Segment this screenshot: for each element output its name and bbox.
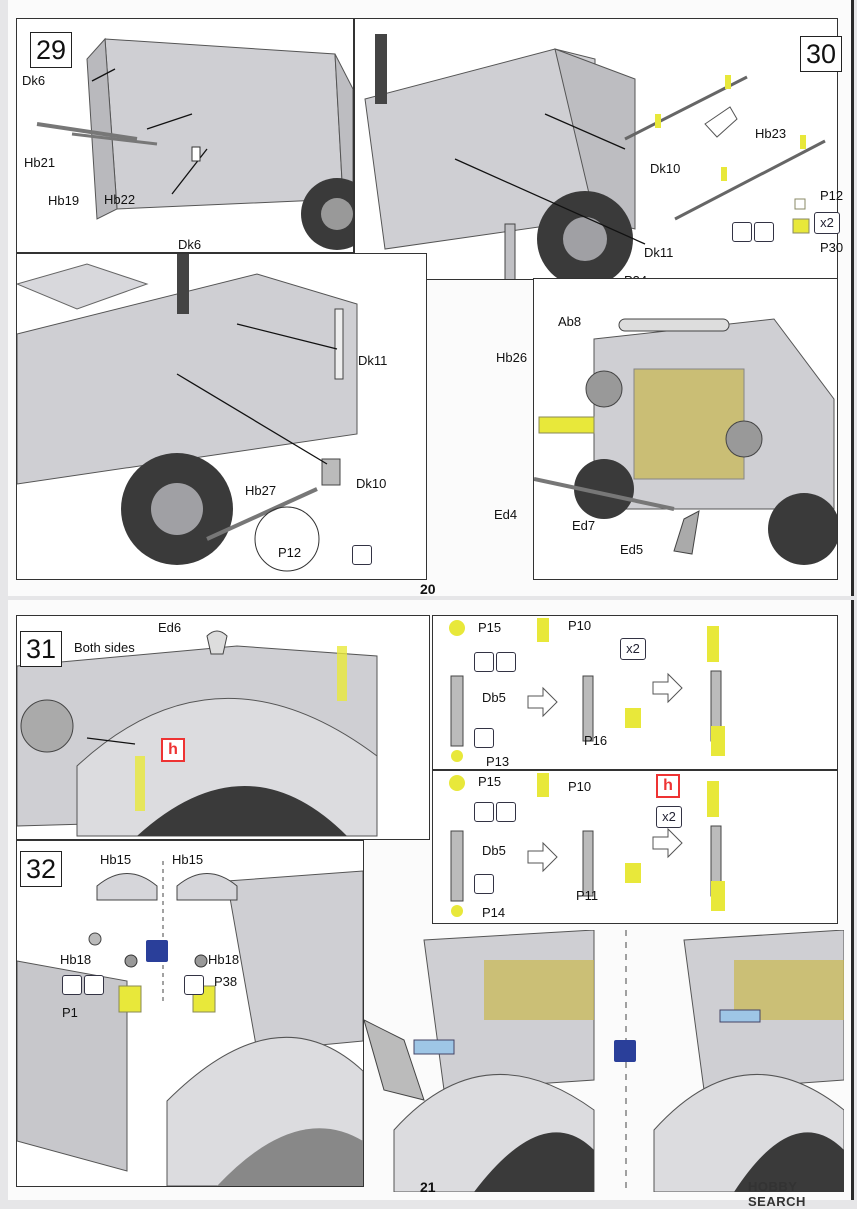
step-number: 30	[800, 36, 842, 72]
part-label: Hb19	[48, 193, 80, 208]
page-21: 31 Both sides Ed6 h P15 P10 x2 Db5 P16 P…	[8, 600, 854, 1209]
part-label: Hb15	[172, 852, 204, 867]
quantity-badge: x2	[656, 806, 682, 828]
part-label: Ed5	[620, 542, 644, 557]
part-label: Ed7	[572, 518, 596, 533]
spring-assembly-b-illustration	[449, 773, 725, 917]
mirror-image-icon	[146, 940, 168, 962]
part-label: Ed6	[158, 620, 182, 635]
step-number: 32	[20, 851, 62, 887]
variant-h-badge: h	[161, 738, 185, 762]
page-number: 20	[420, 581, 436, 597]
cement-icon	[84, 975, 104, 995]
cement-icon	[754, 222, 774, 242]
glue-icon	[474, 652, 494, 672]
cement-icon	[474, 874, 494, 894]
part-label: P14	[482, 905, 506, 920]
part-label: Hb26	[496, 350, 528, 365]
step-number: 29	[30, 32, 72, 68]
part-label: Hb27	[245, 483, 277, 498]
glue-icon	[732, 222, 752, 242]
cement-icon	[352, 545, 372, 565]
cement-icon	[496, 652, 516, 672]
part-label: P16	[584, 733, 608, 748]
part-label: Hb22	[104, 192, 136, 207]
step-31-subassembly-b	[432, 770, 838, 924]
part-label: Dk6	[178, 237, 202, 252]
part-label: Dk11	[644, 245, 674, 260]
watermark-text: HOBBY SEARCH	[748, 1179, 806, 1209]
part-label: P12	[278, 545, 302, 560]
quantity-badge: x2	[814, 212, 840, 234]
part-label: Hb15	[100, 852, 132, 867]
part-label: Hb21	[24, 155, 56, 170]
step-31-subassembly-a	[432, 615, 838, 770]
glue-icon	[62, 975, 82, 995]
part-label: Hb23	[755, 126, 787, 141]
step-31-panel	[16, 615, 430, 840]
part-label: P30	[820, 240, 844, 255]
glue-icon	[474, 802, 494, 822]
part-label: Dk10	[650, 161, 681, 176]
step-30-body-panel	[16, 253, 427, 580]
part-label: P15	[478, 620, 502, 635]
mirror-image-icon	[614, 1040, 636, 1062]
step-note: Both sides	[74, 640, 135, 655]
step-30-illustration	[364, 34, 826, 279]
part-label: P13	[486, 754, 510, 769]
part-label: Dk6	[22, 73, 46, 88]
cement-icon	[184, 975, 204, 995]
cement-icon	[496, 802, 516, 822]
part-label: Dk11	[358, 353, 388, 368]
part-label: Db5	[482, 690, 506, 705]
part-label: P38	[214, 974, 238, 989]
step-32-panel	[16, 840, 364, 1187]
step-32-result-illustration	[364, 930, 844, 1192]
step-32-result-views	[364, 930, 844, 1192]
part-label: P1	[62, 1005, 78, 1020]
page-20: 29 Dk6 Hb21 Hb19 Hb22 Dk6 30 Dk10 Hb23 P…	[8, 0, 854, 597]
part-label: P12	[820, 188, 844, 203]
step-29-panel	[16, 18, 354, 253]
part-label: Ab8	[558, 314, 582, 329]
part-label: Ed4	[494, 507, 518, 522]
quantity-badge: x2	[620, 638, 646, 660]
part-label: Db5	[482, 843, 506, 858]
step-32-illustration	[17, 861, 363, 1186]
spring-assembly-a-illustration	[449, 618, 725, 762]
variant-h-badge: h	[656, 774, 680, 798]
part-label: P10	[568, 779, 592, 794]
part-label: P11	[576, 888, 599, 903]
step-number: 31	[20, 631, 62, 667]
part-label: Hb18	[208, 952, 240, 967]
part-label: Dk10	[356, 476, 387, 491]
part-label: P15	[478, 774, 502, 789]
page-number: 21	[420, 1179, 436, 1195]
step-31-illustration	[17, 630, 378, 837]
step-30-front-panel	[533, 278, 838, 580]
part-label: P10	[568, 618, 592, 633]
part-label: Hb18	[60, 952, 92, 967]
step-30-front-illustration	[534, 318, 837, 565]
cement-icon	[474, 728, 494, 748]
step-30-body-illustration	[17, 254, 358, 572]
step-29-illustration	[36, 37, 353, 250]
